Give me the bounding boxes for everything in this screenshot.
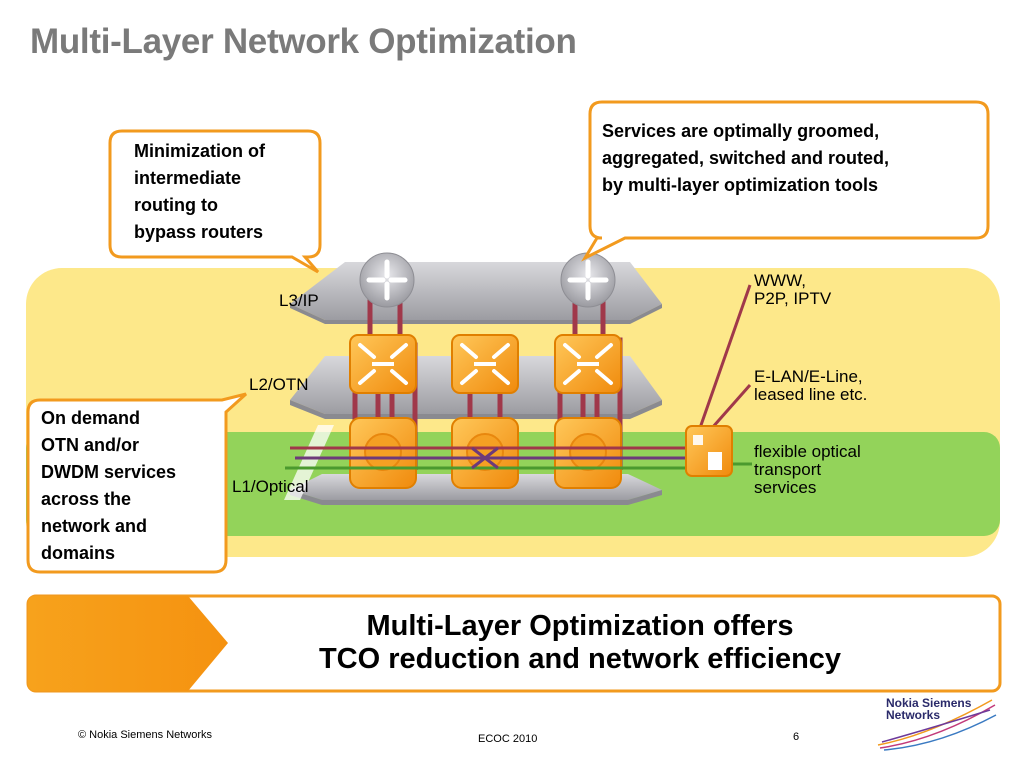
optical-node-left [349,417,417,489]
service-elan-label: E-LAN/E-Line, leased line etc. [754,367,868,404]
callout-grooming-box [581,100,990,262]
access-device-icon [685,425,733,477]
layer-label-l3: L3/IP [279,291,319,310]
optical-node-right [554,417,622,489]
callout-bypass-text: Minimization of intermediate routing to … [134,141,265,242]
l3-router-right [560,252,616,308]
callout-on-demand-box [26,392,248,574]
otn-switch-middle [451,334,519,394]
footer-page-number: 6 [793,731,800,743]
page-title: Multi-Layer Network Optimization [30,22,577,61]
light-beam [284,425,334,500]
footer-copyright: © Nokia Siemens Networks [78,729,213,741]
optical-lines [285,446,690,470]
l3-router-left [359,252,415,308]
otn-switch-right [554,334,622,394]
callout-bypass-box [108,129,322,274]
banner-arrow [28,596,228,691]
otn-switch-left [349,334,417,394]
layer-label-l1: L1/Optical [232,477,309,496]
layer-label-l2: L2/OTN [249,375,309,394]
callout-on-demand-text: On demand OTN and/or DWDM services acros… [41,408,177,563]
banner-text: Multi-Layer Optimization offers TCO redu… [318,610,842,675]
optical-node-middle [451,417,519,489]
service-www-label: WWW, P2P, IPTV [754,271,832,308]
footer-event: ECOC 2010 [478,733,538,745]
company-logo: Nokia Siemens Networks [886,696,972,722]
logo-swirl-icon [877,699,997,751]
service-optical-label: flexible optical transport services [754,442,861,497]
service-links [698,284,752,466]
callout-grooming-text: Services are optimally groomed, aggregat… [602,121,890,195]
